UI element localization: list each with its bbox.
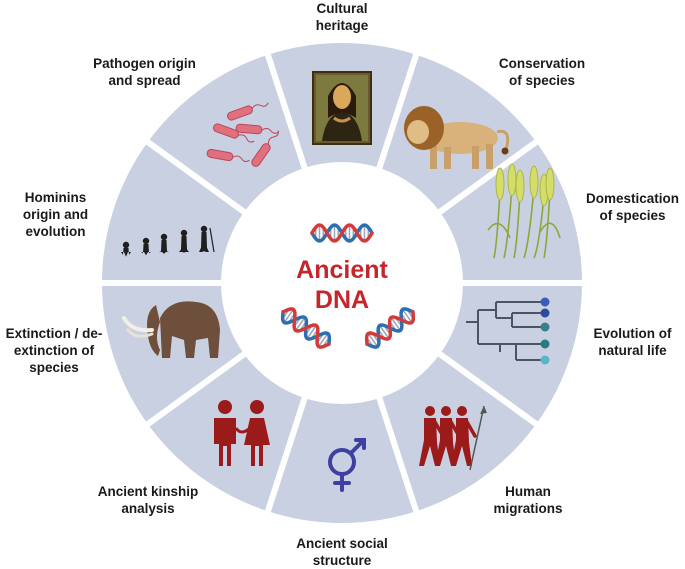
wheat-icon bbox=[487, 163, 561, 259]
center-title-line2: DNA bbox=[314, 286, 370, 314]
dna-right-icon bbox=[364, 307, 416, 349]
center-title: Ancient DNA bbox=[262, 255, 422, 315]
mammoth-icon bbox=[122, 301, 220, 358]
walking-humans-icon bbox=[419, 405, 487, 471]
human-evolution-icon bbox=[121, 225, 215, 257]
phylogenetic-tree-icon bbox=[466, 297, 550, 365]
gender-symbol-icon bbox=[328, 438, 366, 492]
couple-icon bbox=[214, 400, 270, 466]
bacteria-icon bbox=[206, 102, 280, 167]
center-title-line1: Ancient bbox=[296, 256, 388, 284]
lion-icon bbox=[404, 106, 510, 169]
dna-top-icon bbox=[310, 223, 374, 243]
painting-portrait-icon bbox=[312, 71, 372, 145]
center-disc bbox=[224, 165, 460, 401]
dna-left-icon bbox=[280, 307, 332, 349]
